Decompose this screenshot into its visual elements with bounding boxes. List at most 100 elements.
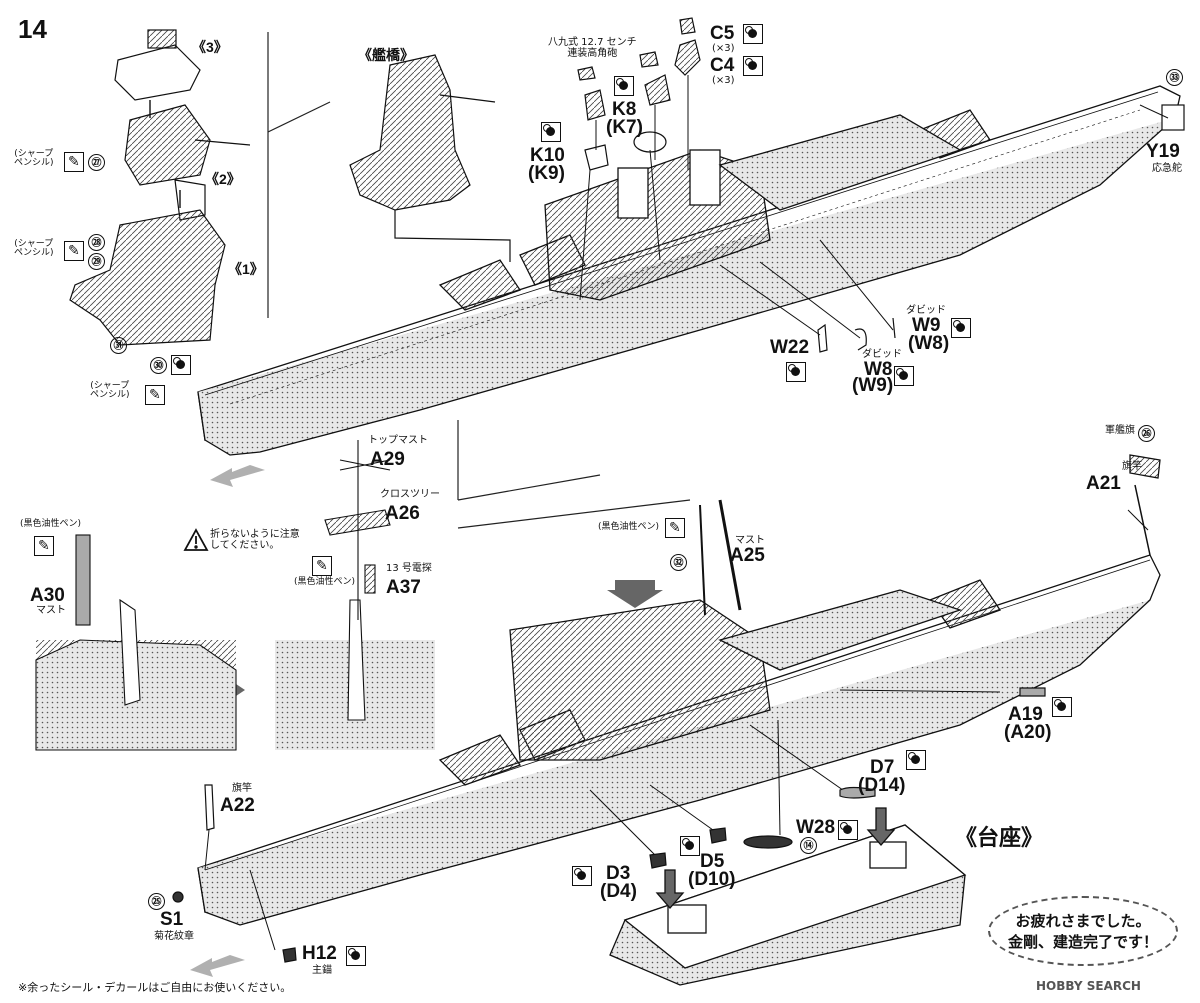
part-d5: D5	[700, 851, 725, 872]
part-w8-note: ダビッド	[862, 349, 902, 360]
pencil-note-28: (シャープ ペンシル)	[14, 239, 54, 259]
paint-icon	[171, 355, 191, 375]
callout-25: ㉕	[148, 893, 165, 910]
callout-32: ㉜	[670, 554, 687, 571]
part-a21: A21	[1086, 473, 1121, 494]
paint-icon	[786, 362, 806, 382]
sub1-title: 《1》	[228, 261, 264, 277]
part-w9-note: ダビッド	[906, 305, 946, 316]
parts-top	[577, 17, 1185, 353]
ship-top	[197, 85, 1181, 456]
part-k8-alt: (K7)	[606, 117, 643, 138]
paint-icon	[951, 318, 971, 338]
paint-icon	[541, 122, 561, 142]
callout-14: ⑭	[800, 837, 817, 854]
part-y19: Y19	[1146, 141, 1180, 162]
callout-33: ㉝	[1166, 69, 1183, 86]
part-w9-alt: (W8)	[908, 333, 950, 354]
part-c5-qty: (×3)	[712, 43, 735, 54]
paint-icon	[614, 76, 634, 96]
leader-lines-bottom	[204, 509, 1149, 951]
paint-icon	[743, 56, 763, 76]
pencil-icon	[34, 536, 54, 556]
part-d7-alt: (D14)	[858, 775, 906, 796]
leader-lines-top	[579, 75, 1169, 339]
bubble-line-2: 金剛、建造完了です！	[1007, 933, 1158, 951]
pencil-icon	[64, 241, 84, 261]
part-d7: D7	[870, 757, 895, 778]
paint-icon	[743, 24, 763, 44]
step-number: 14	[18, 14, 47, 44]
stand-title: 《台座》	[955, 825, 1044, 850]
part-w8-alt: (W9)	[852, 375, 894, 396]
part-d3-alt: (D4)	[600, 881, 637, 902]
part-s1: S1	[160, 909, 184, 930]
part-c4-qty: (×3)	[712, 75, 735, 86]
bridge-title: 《艦橋》	[358, 47, 414, 63]
part-k10-alt: (K9)	[528, 163, 565, 184]
paint-icon	[1052, 697, 1072, 717]
part-a30-note: マスト	[36, 605, 66, 616]
pencil-icon	[64, 152, 84, 172]
part-a19-alt: (A20)	[1004, 722, 1052, 743]
part-a25: A25	[730, 545, 765, 566]
black-pen-note-a30: (黒色油性ペン)	[20, 519, 82, 529]
callout-27: ㉗	[88, 154, 105, 171]
part-a26: A26	[385, 503, 420, 524]
callout-31: ㉛	[110, 337, 127, 354]
part-k8: K8	[612, 99, 637, 120]
part-a29-note: トップマスト	[368, 435, 428, 446]
paint-icon	[680, 836, 700, 856]
part-a37: A37	[386, 577, 421, 598]
paint-icon	[906, 750, 926, 770]
detail-panels	[35, 440, 435, 751]
parts-bottom	[172, 687, 1046, 963]
part-a26-note: クロスツリー	[380, 489, 440, 500]
part-h12: H12	[302, 943, 337, 964]
stand	[609, 807, 967, 986]
part-w28: W28	[796, 817, 836, 838]
callout-28: ㉘	[88, 234, 105, 251]
part-k10: K10	[530, 145, 565, 166]
part-a25-note: マスト	[735, 535, 765, 546]
part-a22: A22	[220, 795, 255, 816]
pencil-icon	[145, 385, 165, 405]
footer-note: ※余ったシール・デカールはご自由にお使いください。	[18, 981, 292, 994]
gun-note: 八九式 12.7 センチ 連装高角砲	[548, 37, 637, 59]
bridge-assembled	[349, 54, 511, 262]
part-d5-alt: (D10)	[688, 869, 736, 890]
callout-30: ㉚	[150, 357, 167, 374]
part-a29: A29	[370, 449, 405, 470]
part-d3: D3	[606, 863, 631, 884]
flag-note: 軍艦旗	[1105, 425, 1135, 436]
ship-bottom	[197, 454, 1161, 926]
separators	[267, 32, 691, 529]
black-pen-note-a25: (黒色油性ペン)	[598, 522, 660, 532]
black-pen-note-a37: (黒色油性ペン)	[294, 577, 356, 587]
paint-icon	[346, 946, 366, 966]
part-w8: W8	[864, 359, 893, 380]
callout-29: ㉙	[88, 253, 105, 270]
part-a21-note: 旗竿	[1122, 461, 1142, 472]
paint-icon	[894, 366, 914, 386]
part-a30: A30	[30, 585, 65, 606]
watermark: HOBBY SEARCH	[1036, 979, 1141, 993]
warning-icon	[183, 528, 209, 551]
part-h12-note: 主錨	[312, 965, 332, 976]
part-a37-note: 13 号電探	[386, 563, 432, 574]
callout-26: ㉖	[1138, 425, 1155, 442]
part-a19: A19	[1008, 704, 1043, 725]
completion-bubble: お疲れさまでした。 金剛、建造完了です！	[988, 896, 1178, 966]
bubble-line-1: お疲れさまでした。	[1015, 912, 1151, 930]
part-c4: C4	[710, 55, 735, 76]
paint-icon	[572, 866, 592, 886]
pencil-icon	[312, 556, 332, 576]
sub2-title: 《2》	[205, 171, 241, 187]
bridge-subassembly	[69, 29, 251, 346]
pencil-note-31: (シャープ ペンシル)	[90, 381, 130, 401]
pencil-icon	[665, 518, 685, 538]
part-w22: W22	[770, 337, 810, 358]
pencil-note-27: (シャープ ペンシル)	[14, 149, 54, 169]
